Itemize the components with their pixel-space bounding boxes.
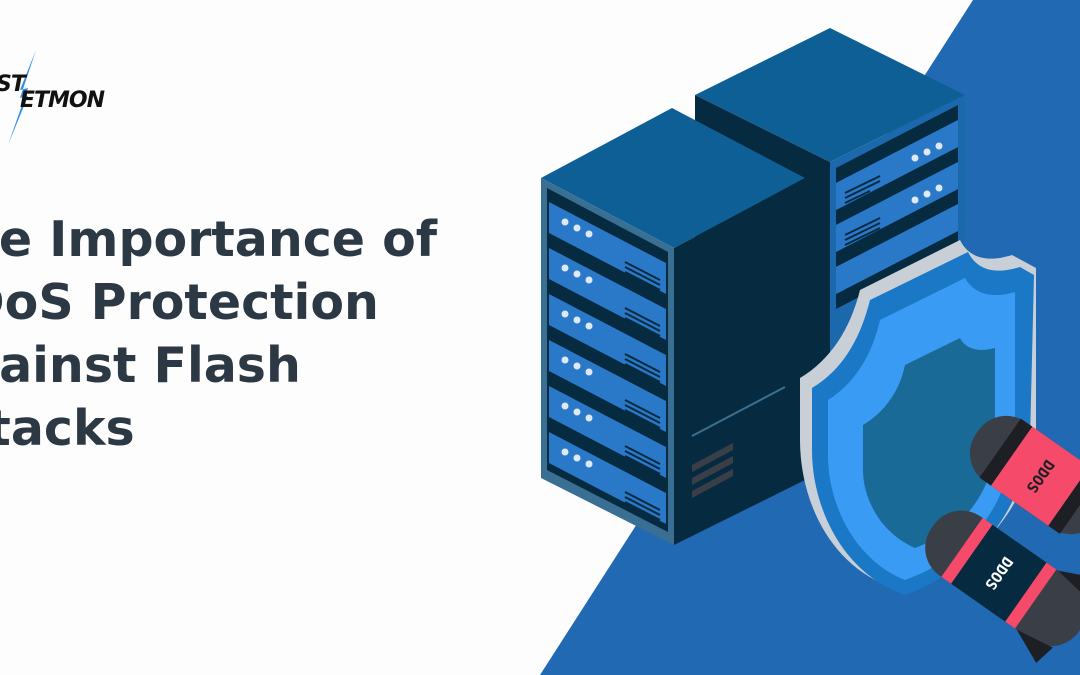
title-line: gainst Flash <box>0 337 301 394</box>
server-rack-front-icon <box>541 108 805 545</box>
shield-icon <box>800 240 1036 595</box>
title-line: DoS Protection <box>0 274 379 331</box>
logo-text-right: ETMON <box>20 88 105 113</box>
lightning-bolt-icon <box>8 50 36 145</box>
rocket-icon: DDOS <box>969 415 1080 535</box>
rocket-icon: DDOS <box>925 510 1080 663</box>
title-line: he Importance of <box>0 211 438 268</box>
netmon-logo[interactable]: ST ETMON <box>0 50 160 145</box>
page-title: he Importance of DoS Protection gainst F… <box>0 208 437 460</box>
title-line: ttacks <box>0 400 135 457</box>
logo-text-left: ST <box>0 72 26 97</box>
